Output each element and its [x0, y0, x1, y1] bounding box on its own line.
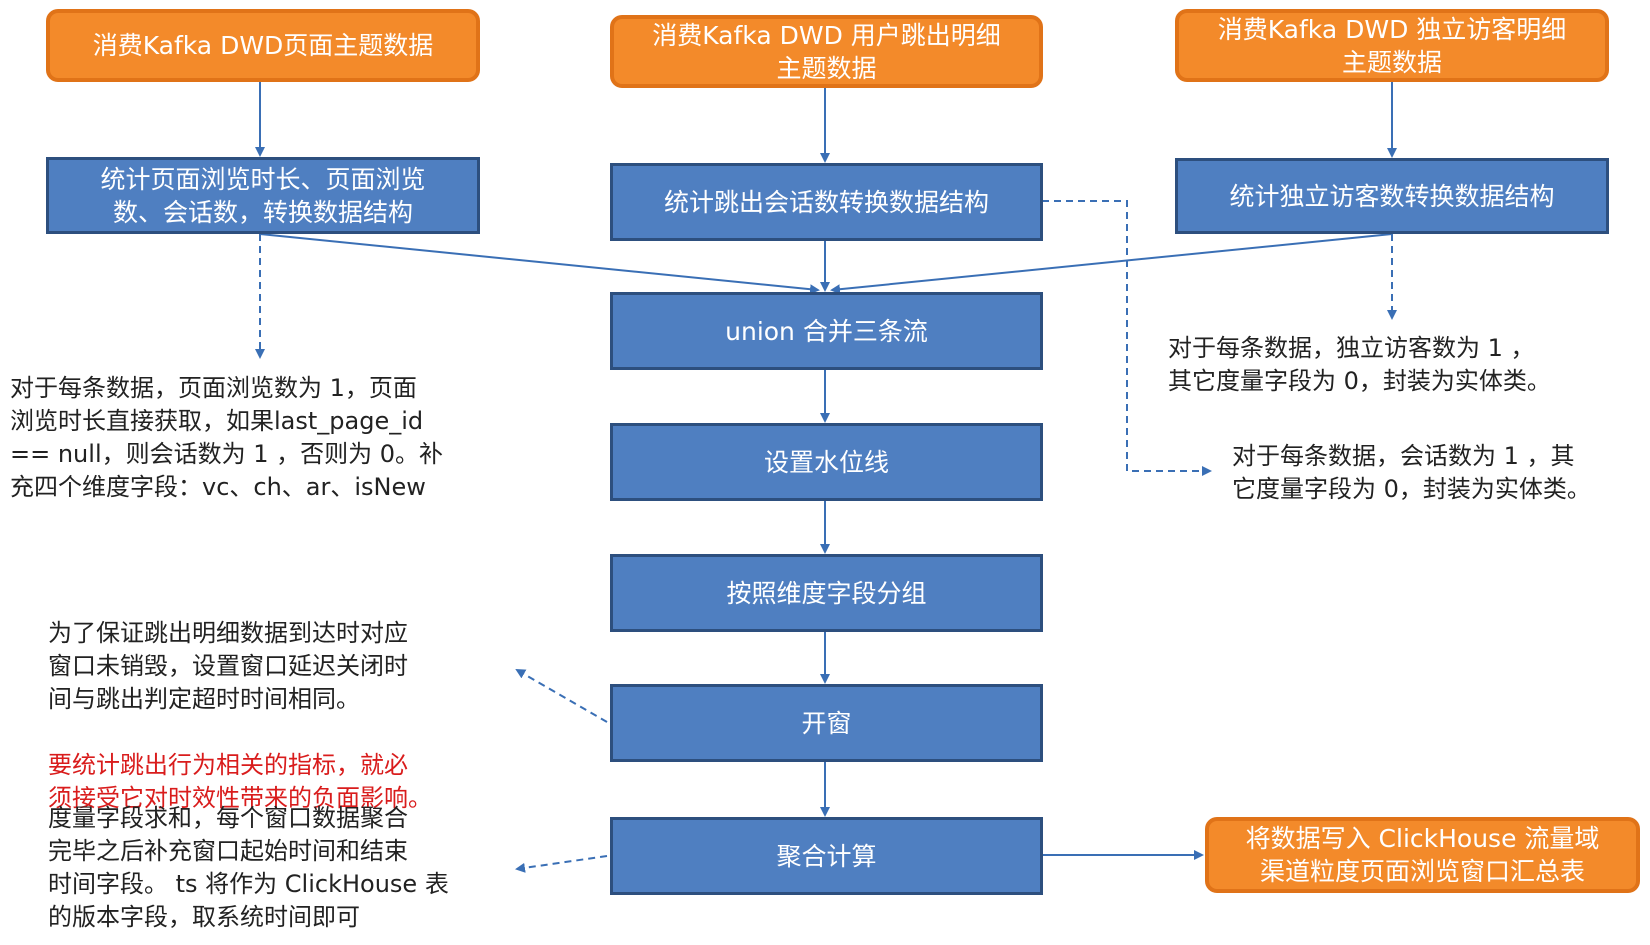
group-label: 按照维度字段分组 — [726, 578, 927, 608]
window-delay-warning: 要统计跳出行为相关的指标，就必 须接受它对时效性带来的负面影响。 — [48, 751, 432, 812]
group-box: 按照维度字段分组 — [610, 554, 1043, 632]
stat-jump-box: 统计跳出会话数转换数据结构 — [610, 163, 1043, 241]
aggregate-note: 度量字段求和，每个窗口数据聚合 完毕之后补充窗口起始时间和结束 时间字段。 ts… — [48, 804, 449, 931]
union-label: union 合并三条流 — [725, 316, 928, 346]
window-label: 开窗 — [801, 708, 852, 738]
window-delay-note-text: 为了保证跳出明细数据到达时对应 窗口未销毁，设置窗口延迟关闭时 间与跳出判定超时… — [48, 619, 408, 713]
arrow-stat-page-to-union — [259, 233, 820, 295]
jump-stat-note: 对于每条数据，会话数为 1 ，其 它度量字段为 0，封装为实体类。 — [1232, 442, 1591, 503]
arrow-stat-uv-to-union — [830, 233, 1393, 295]
aggregate-box: 聚合计算 — [610, 817, 1043, 895]
watermark-label: 设置水位线 — [763, 447, 889, 477]
dashed-stat-jump-to-note — [1042, 200, 1212, 476]
window-box: 开窗 — [610, 684, 1043, 762]
uv-stat-note: 对于每条数据，独立访客数为 1 ， 其它度量字段为 0，封装为实体类。 — [1168, 334, 1551, 395]
clickhouse-sink-label: 将数据写入 ClickHouse 流量域 渠道粒度页面浏览窗口汇总表 — [1245, 824, 1600, 886]
kafka-uv-source-box: 消费Kafka DWD 独立访客明细 主题数据 — [1175, 9, 1609, 82]
aggregate-label: 聚合计算 — [776, 841, 877, 871]
stat-page-label: 统计页面浏览时长、页面浏览 数、会话数，转换数据结构 — [100, 164, 426, 227]
kafka-jump-source-label: 消费Kafka DWD 用户跳出明细 主题数据 — [652, 20, 1001, 83]
stat-uv-box: 统计独立访客数转换数据结构 — [1175, 158, 1609, 234]
dashed-aggregate-to-note — [515, 855, 608, 873]
dashed-window-to-note — [515, 668, 608, 723]
stat-page-box: 统计页面浏览时长、页面浏览 数、会话数，转换数据结构 — [46, 157, 480, 234]
stat-uv-label: 统计独立访客数转换数据结构 — [1229, 181, 1555, 211]
window-delay-note: 为了保证跳出明细数据到达时对应 窗口未销毁，设置窗口延迟关闭时 间与跳出判定超时… — [48, 584, 518, 848]
kafka-page-source-box: 消费Kafka DWD页面主题数据 — [46, 9, 480, 82]
clickhouse-sink-box: 将数据写入 ClickHouse 流量域 渠道粒度页面浏览窗口汇总表 — [1205, 817, 1640, 893]
page-stat-note: 对于每条数据，页面浏览数为 1，页面 浏览时长直接获取，如果last_page_… — [10, 374, 444, 501]
union-box: union 合并三条流 — [610, 292, 1043, 370]
stat-jump-label: 统计跳出会话数转换数据结构 — [663, 187, 989, 217]
kafka-jump-source-box: 消费Kafka DWD 用户跳出明细 主题数据 — [610, 15, 1043, 88]
kafka-uv-source-label: 消费Kafka DWD 独立访客明细 主题数据 — [1217, 14, 1567, 77]
watermark-box: 设置水位线 — [610, 423, 1043, 501]
kafka-page-source-label: 消费Kafka DWD页面主题数据 — [92, 31, 434, 60]
